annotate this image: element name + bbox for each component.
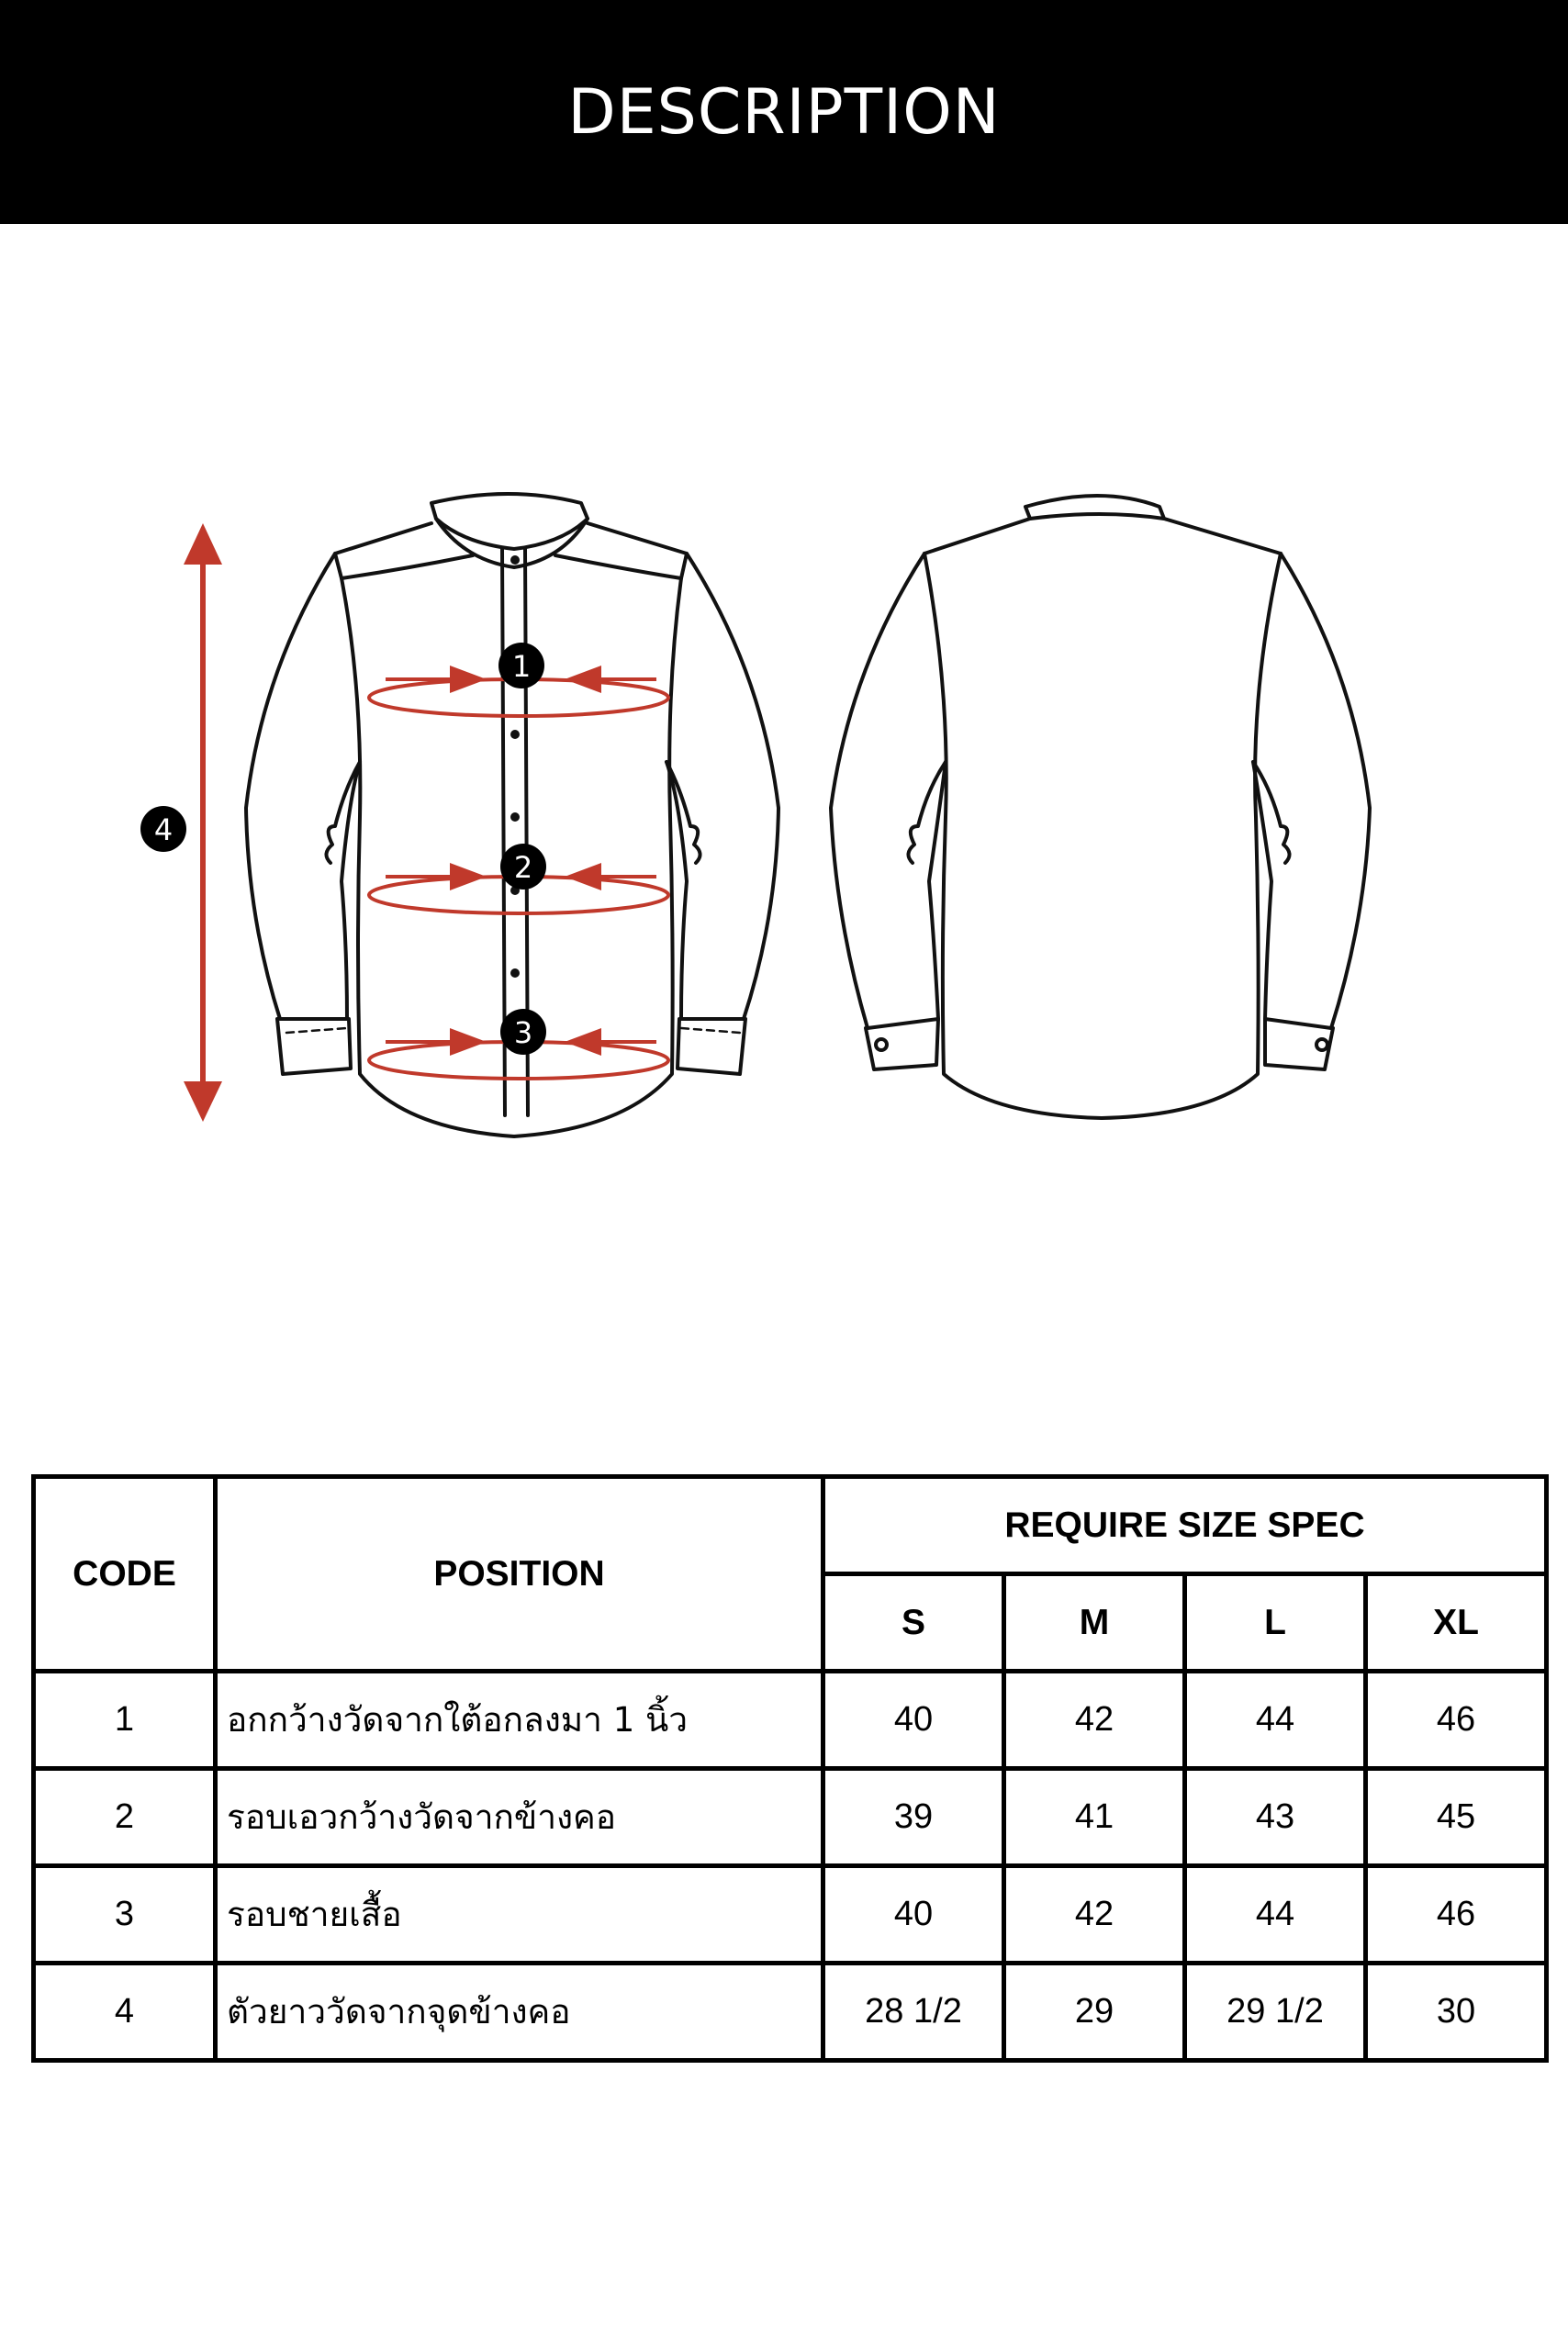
page-title: DESCRIPTION <box>567 75 1001 149</box>
size-xl-header: XL <box>1363 1572 1549 1673</box>
row-value-m: 41 <box>1002 1766 1187 1868</box>
row-position: รอบเอวกว้างวัดจากข้างคอ <box>213 1766 825 1868</box>
header-bar: DESCRIPTION <box>0 0 1568 224</box>
row-value-xl: 30 <box>1363 1961 1549 2063</box>
spec-header: REQUIRE SIZE SPEC <box>821 1474 1549 1576</box>
row-code: 1 <box>31 1669 218 1771</box>
row-position: อกกว้างวัดจากใต้อกลงมา 1 นิ้ว <box>213 1669 825 1771</box>
size-spec-table: CODE POSITION REQUIRE SIZE SPEC S M L XL… <box>31 1474 1549 2063</box>
shirt-front-buttons <box>510 555 520 978</box>
table-row: 4 ตัวยาววัดจากจุดข้างคอ 28 1/2 29 29 1/2… <box>31 1961 1549 2063</box>
row-code: 4 <box>31 1961 218 2063</box>
position-header: POSITION <box>213 1474 825 1673</box>
measure-arrows <box>386 666 656 1056</box>
marker-4-badge: 4 <box>140 806 186 852</box>
row-value-l: 43 <box>1182 1766 1368 1868</box>
row-value-xl: 46 <box>1363 1863 1549 1965</box>
code-header: CODE <box>31 1474 218 1673</box>
size-s-header: S <box>821 1572 1006 1673</box>
marker-1-badge: 1 <box>498 643 544 688</box>
marker-3-badge: 3 <box>500 1009 546 1055</box>
row-code: 3 <box>31 1863 218 1965</box>
marker-4-label: 4 <box>154 812 173 847</box>
row-value-m: 42 <box>1002 1863 1187 1965</box>
table-row: 3 รอบชายเสื้อ 40 42 44 46 <box>31 1863 1549 1965</box>
row-value-m: 29 <box>1002 1961 1187 2063</box>
table-row: 1 อกกว้างวัดจากใต้อกลงมา 1 นิ้ว 40 42 44… <box>31 1669 1549 1771</box>
row-value-xl: 46 <box>1363 1669 1549 1771</box>
row-value-xl: 45 <box>1363 1766 1549 1868</box>
shirt-measurement-diagram: 1 2 3 4 <box>140 492 1372 1138</box>
row-value-l: 44 <box>1182 1669 1368 1771</box>
row-value-s: 40 <box>821 1669 1006 1771</box>
marker-1-label: 1 <box>512 649 531 684</box>
row-value-s: 28 1/2 <box>821 1961 1006 2063</box>
size-m-header: M <box>1002 1572 1187 1673</box>
row-position: รอบชายเสื้อ <box>213 1863 825 1965</box>
size-l-header: L <box>1182 1572 1368 1673</box>
row-value-l: 44 <box>1182 1863 1368 1965</box>
row-value-m: 42 <box>1002 1669 1187 1771</box>
row-position: ตัวยาววัดจากจุดข้างคอ <box>213 1961 825 2063</box>
row-value-s: 40 <box>821 1863 1006 1965</box>
table-header-row: CODE POSITION REQUIRE SIZE SPEC <box>31 1474 1549 1673</box>
row-value-s: 39 <box>821 1766 1006 1868</box>
marker-2-badge: 2 <box>500 844 546 890</box>
row-value-l: 29 1/2 <box>1182 1961 1368 2063</box>
length-arrow <box>184 523 222 1122</box>
table-row: 2 รอบเอวกว้างวัดจากข้างคอ 39 41 43 45 <box>31 1766 1549 1868</box>
marker-3-label: 3 <box>514 1015 532 1050</box>
table-size-row: S M L XL <box>34 1572 1549 1673</box>
shirt-back-outline <box>829 494 1372 1120</box>
row-code: 2 <box>31 1766 218 1868</box>
marker-2-label: 2 <box>514 850 532 885</box>
